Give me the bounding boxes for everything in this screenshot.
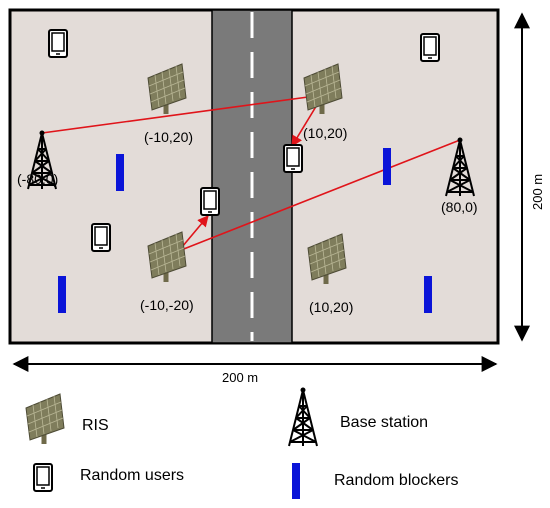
dimension-height: 200 m bbox=[514, 12, 545, 342]
blocker-bar-icon bbox=[424, 276, 432, 313]
coord-label-bs-left: (-80,0) bbox=[17, 171, 58, 187]
user-phone-icon bbox=[91, 223, 111, 252]
coord-label-bs-right: (80,0) bbox=[441, 199, 478, 215]
coord-label-ris-bottom-right: (10,20) bbox=[309, 299, 353, 315]
legend-blockers-label: Random blockers bbox=[334, 472, 459, 489]
legend-base-station-tower-icon bbox=[288, 386, 318, 447]
coord-label-ris-bottom-left: (-10,-20) bbox=[140, 297, 194, 313]
dimension-width-label: 200 m bbox=[222, 370, 258, 385]
legend-ris-label: RIS bbox=[82, 417, 109, 434]
user-phone-icon bbox=[283, 144, 303, 173]
user-phone-icon bbox=[48, 29, 68, 58]
signal-paths bbox=[41, 94, 461, 257]
legend-user-phone-icon bbox=[33, 463, 53, 492]
user-phone-icon bbox=[200, 187, 220, 216]
coord-label-ris-top-right: (10,20) bbox=[303, 125, 347, 141]
blocker-bar-icon bbox=[383, 148, 391, 185]
user-phone-icon bbox=[420, 33, 440, 62]
coord-label-ris-top-left: (-10,20) bbox=[144, 129, 193, 145]
blockers bbox=[58, 148, 432, 313]
legend-base-station-label: Base station bbox=[340, 414, 428, 431]
legend-users-label: Random users bbox=[80, 467, 184, 484]
dimension-height-label: 200 m bbox=[530, 174, 545, 210]
legend: RIS Base station Random users Random blo… bbox=[26, 386, 459, 499]
blocker-bar-icon bbox=[116, 154, 124, 191]
road bbox=[211, 9, 293, 344]
legend-ris-icon bbox=[26, 394, 64, 444]
blocker-bar-icon bbox=[58, 276, 66, 313]
signal-arrow-to-user bbox=[181, 215, 209, 248]
signal-line-bs-left-to-ris bbox=[41, 94, 324, 134]
signal-line-bs-right-to-ris bbox=[165, 139, 461, 257]
legend-blocker-bar-icon bbox=[292, 463, 300, 499]
dimension-width: 200 m bbox=[12, 356, 498, 385]
